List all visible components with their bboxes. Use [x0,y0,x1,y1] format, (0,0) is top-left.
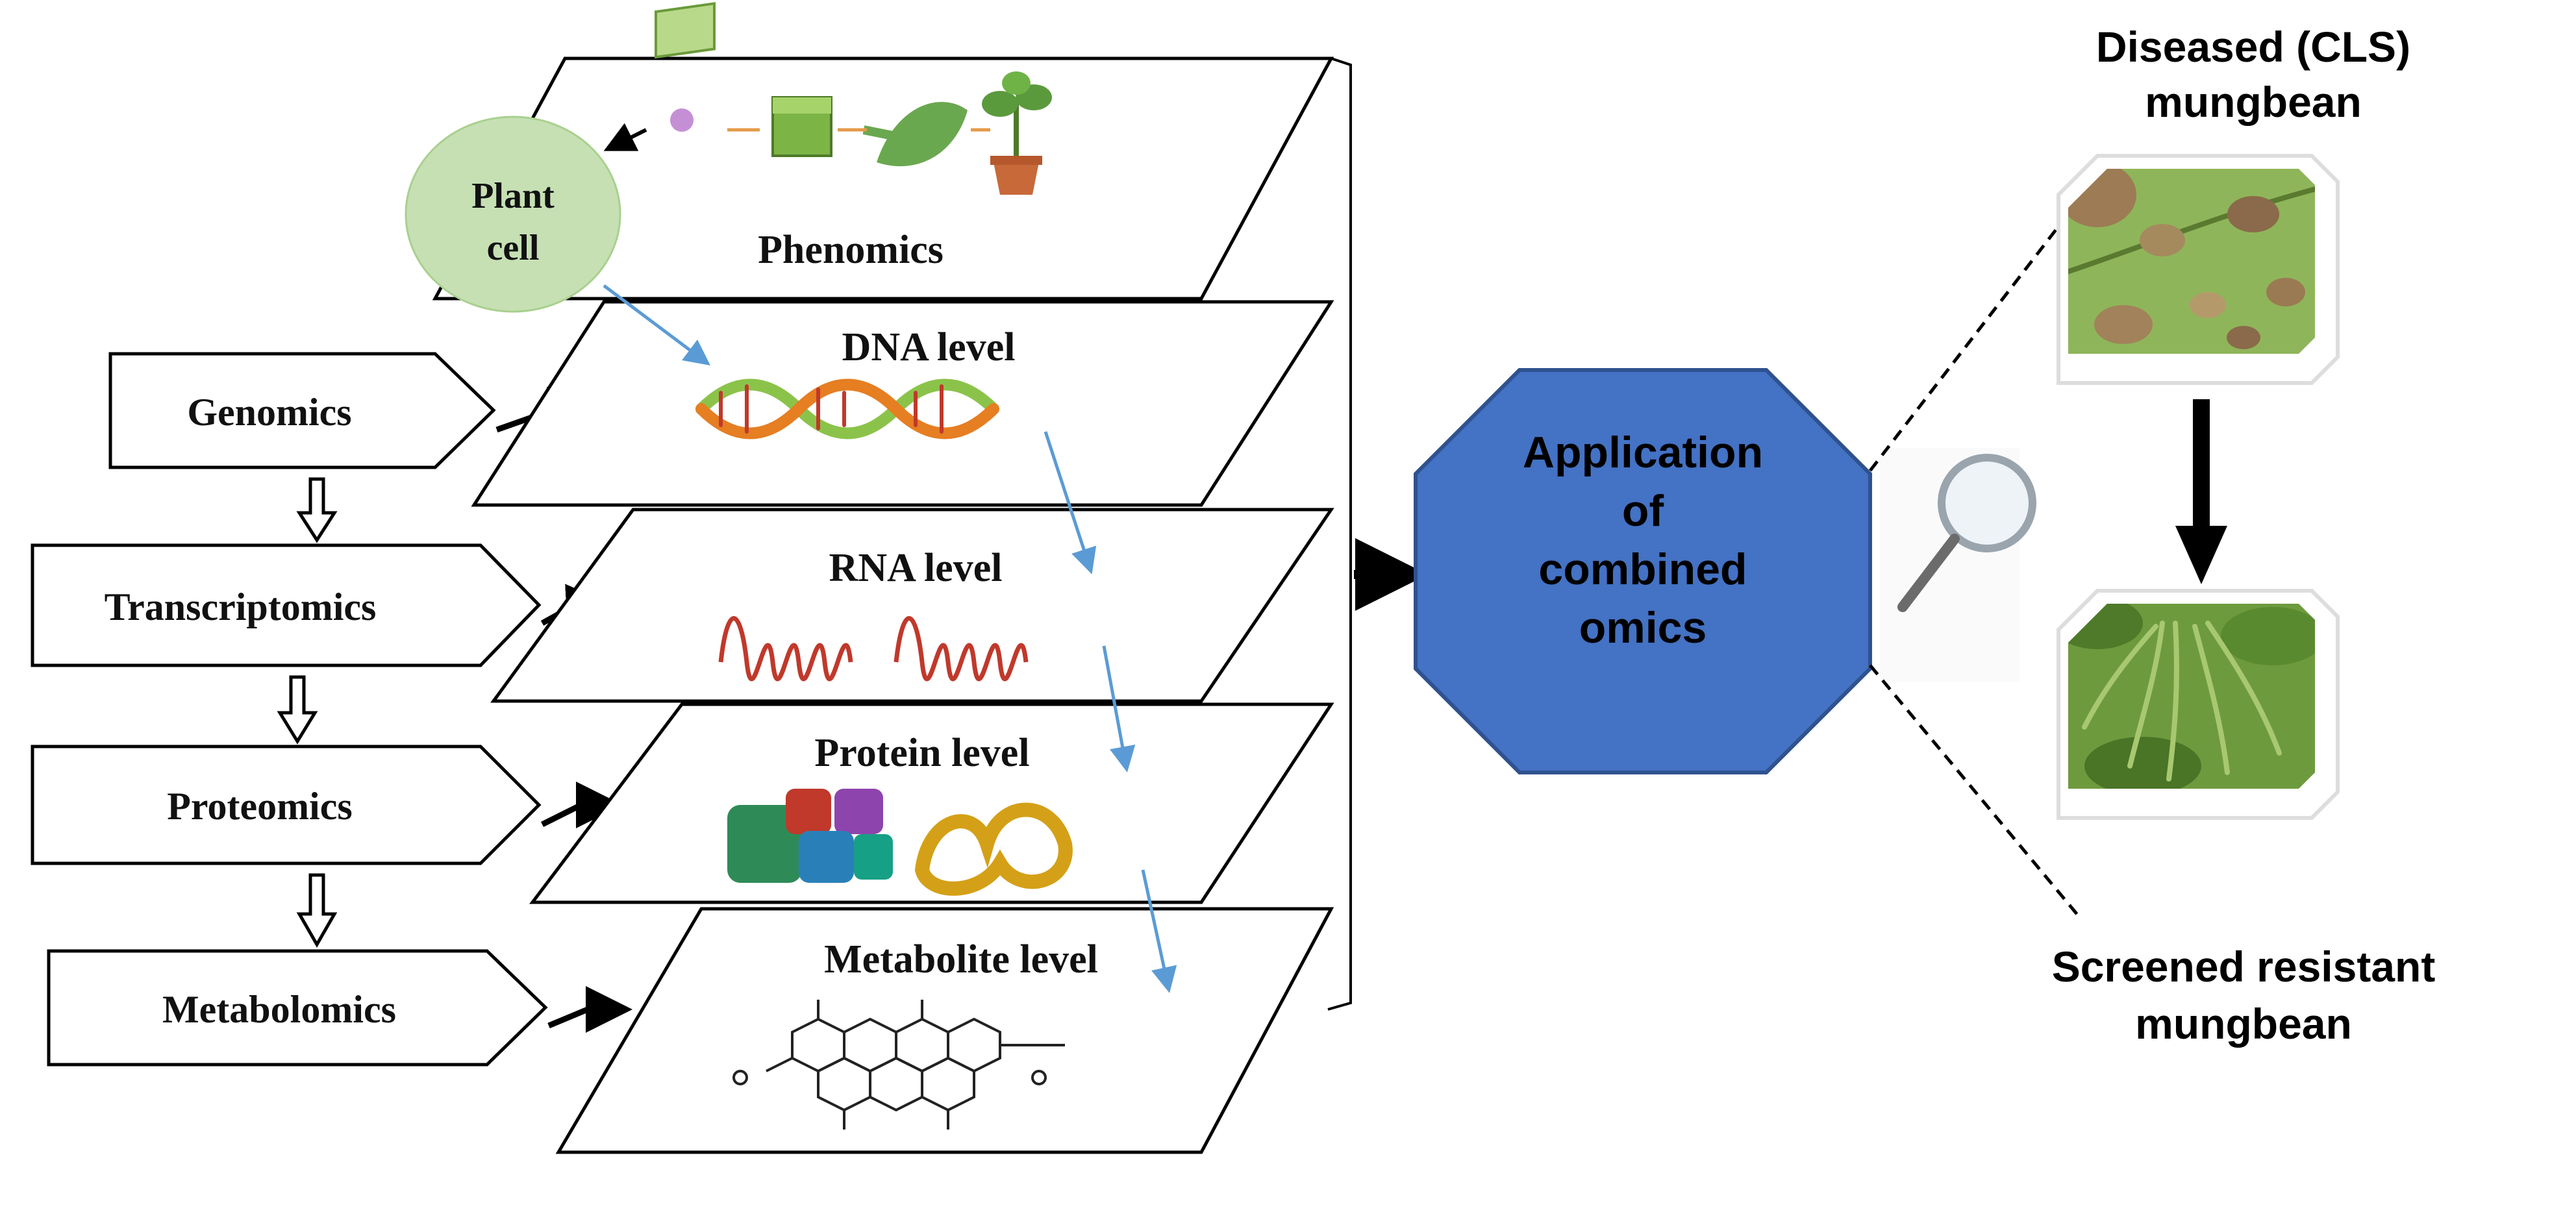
metabolite-level-label: Metabolite level [824,937,1098,982]
transcriptomics-label: Transcriptomics [105,586,377,628]
genomics-label: Genomics [187,391,351,434]
protein-structures-icon [727,789,1073,896]
application-line2: of [1622,486,1664,536]
hollow-arrow-3 [296,873,338,948]
hollow-down-arrows [277,477,338,948]
cell-to-plant-arrow [603,123,647,151]
rna-level-label: RNA level [829,546,1003,590]
omics-box-metabolomics: Metabolomics [47,949,548,1067]
stack-bracket [1327,57,1352,1011]
dna-helix-icon [695,378,999,439]
photo-down-arrow [2175,399,2227,584]
proteomics-label: Proteomics [167,785,352,828]
plant-stages-icon [655,2,1052,195]
rna-strand-icon [718,616,1029,682]
phenomics-label: Phenomics [758,228,944,272]
application-line1: Application [1523,428,1763,477]
hollow-arrow-2 [277,675,318,745]
application-octagon: Application of combined omics [1414,368,1872,774]
level-protein: Protein level [529,702,1334,904]
plant-cell-node: Plant cell [405,116,647,313]
chemical-structure-icon [732,1000,1065,1130]
application-line3: combined [1538,545,1747,594]
level-rna: RNA level [490,508,1334,703]
plant-cell-line1: Plant [471,176,555,216]
blue-flow-arrows [603,284,1177,993]
diseased-leaf-photo [2057,154,2340,385]
plant-cell-line2: cell [487,228,540,268]
diseased-label-line1: Diseased (CLS) [2096,23,2410,71]
diseased-label-line2: mungbean [2145,78,2362,126]
level-dna: DNA level [471,300,1334,507]
level-phenomics: Phenomics [432,2,1334,301]
metabolomics-label: Metabolomics [162,988,396,1031]
magnifier-icon [1880,448,2036,682]
level-metabolite: Metabolite level [555,907,1334,1154]
resistant-label-line2: mungbean [2135,1000,2352,1048]
omics-box-genomics: Genomics [108,352,496,469]
application-line4: omics [1579,603,1707,652]
omics-box-transcriptomics: Transcriptomics [31,543,542,667]
omics-box-proteomics: Proteomics [31,745,542,865]
dna-level-label: DNA level [842,325,1016,369]
zoom-lines [1869,200,2079,917]
protein-level-label: Protein level [814,731,1029,775]
resistant-label-line1: Screened resistant [2052,943,2436,991]
resistant-plant-photo [2057,589,2340,820]
hollow-arrow-1 [296,477,338,543]
